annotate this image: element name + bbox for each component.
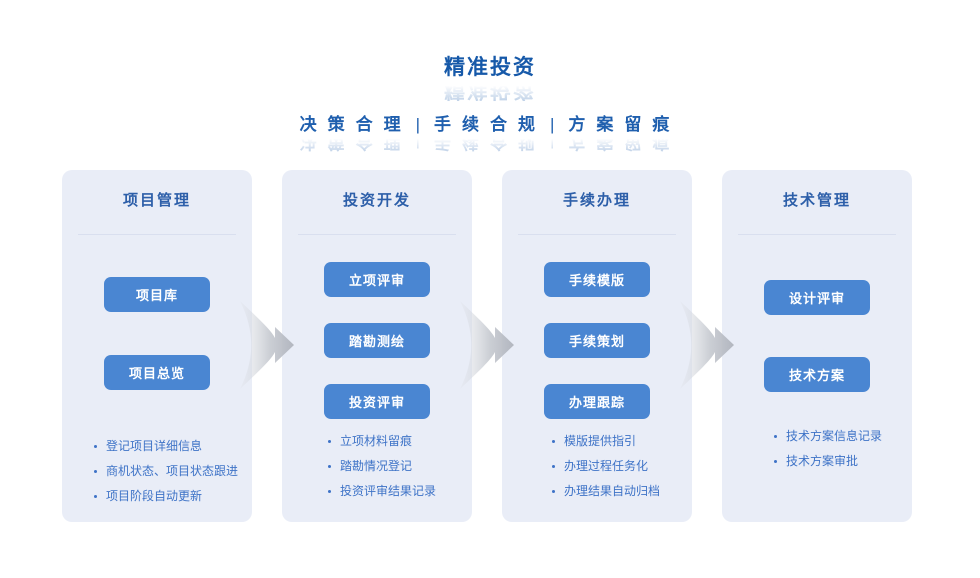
card-technical-management: 技术管理 设计评审 技术方案 技术方案信息记录 技术方案审批 [722,170,912,522]
bullet-dot-icon [552,490,555,493]
list-item: 模版提供指引 [552,433,684,449]
bullet-list: 技术方案信息记录 技术方案审批 [774,428,904,478]
card-divider [738,234,896,235]
list-item: 踏勘情况登记 [328,458,464,474]
button-initiation-review[interactable]: 立项评审 [324,262,430,297]
button-procedure-template[interactable]: 手续模版 [544,262,650,297]
button-project-library[interactable]: 项目库 [104,277,210,312]
button-investment-review[interactable]: 投资评审 [324,384,430,419]
card-title: 技术管理 [782,192,851,209]
button-technical-proposal[interactable]: 技术方案 [764,357,870,392]
flow-right-arrow-icon [458,300,516,390]
button-design-review[interactable]: 设计评审 [764,280,870,315]
subtitle-part-3: 方案留痕 [568,115,681,134]
subtitle-part-1: 决策合理 [299,115,412,134]
page-subtitle: 决策合理|手续合规|方案留痕 [0,115,980,135]
list-item: 技术方案信息记录 [774,428,904,444]
bullet-dot-icon [774,435,777,438]
card-divider [298,234,456,235]
bullet-dot-icon [552,440,555,443]
flow-right-arrow-icon [678,300,736,390]
card-procedure-handling: 手续办理 手续模版 手续策划 办理跟踪 模版提供指引 办理过程任务化 办理结果自… [502,170,692,522]
button-survey-mapping[interactable]: 踏勘测绘 [324,323,430,358]
page-subtitle-block: 决策合理|手续合规|方案留痕 决策合理|手续合规|方案留痕 [0,115,980,151]
list-item: 商机状态、项目状态跟进 [94,463,244,479]
list-item: 立项材料留痕 [328,433,464,449]
subtitle-separator: | [550,115,555,134]
card-divider [518,234,676,235]
bullet-dot-icon [328,440,331,443]
bullet-list: 模版提供指引 办理过程任务化 办理结果自动归档 [552,433,684,508]
button-project-overview[interactable]: 项目总览 [104,355,210,390]
bullet-dot-icon [328,490,331,493]
card-title: 投资开发 [342,192,411,209]
page-header: 精准投资 精准投资 [0,56,980,101]
card-divider [78,234,236,235]
list-item: 项目阶段自动更新 [94,488,244,504]
bullet-dot-icon [94,445,97,448]
list-item: 投资评审结果记录 [328,483,464,499]
card-title: 项目管理 [122,192,191,209]
subtitle-separator: | [415,115,420,134]
process-columns: 项目管理 项目库 项目总览 登记项目详细信息 商机状态、项目状态跟进 项目阶段自… [62,170,912,522]
bullet-list: 登记项目详细信息 商机状态、项目状态跟进 项目阶段自动更新 [94,438,244,513]
flow-right-arrow-icon [238,300,296,390]
bullet-dot-icon [774,460,777,463]
bullet-list: 立项材料留痕 踏勘情况登记 投资评审结果记录 [328,433,464,508]
card-investment-development: 投资开发 立项评审 踏勘测绘 投资评审 立项材料留痕 踏勘情况登记 投资评审结果… [282,170,472,522]
button-procedure-planning[interactable]: 手续策划 [544,323,650,358]
list-item: 办理结果自动归档 [552,483,684,499]
list-item: 技术方案审批 [774,453,904,469]
subtitle-part-2: 手续合规 [434,115,546,134]
list-item: 登记项目详细信息 [94,438,244,454]
bullet-dot-icon [552,465,555,468]
bullet-dot-icon [328,465,331,468]
page-title-reflection: 精准投资 [444,78,536,102]
page-subtitle-reflection: 决策合理|手续合规|方案留痕 [299,132,681,152]
card-title: 手续办理 [562,192,631,209]
bullet-dot-icon [94,470,97,473]
card-project-management: 项目管理 项目库 项目总览 登记项目详细信息 商机状态、项目状态跟进 项目阶段自… [62,170,252,522]
bullet-dot-icon [94,495,97,498]
page-title: 精准投资 [444,56,536,79]
button-handling-tracking[interactable]: 办理跟踪 [544,384,650,419]
list-item: 办理过程任务化 [552,458,684,474]
